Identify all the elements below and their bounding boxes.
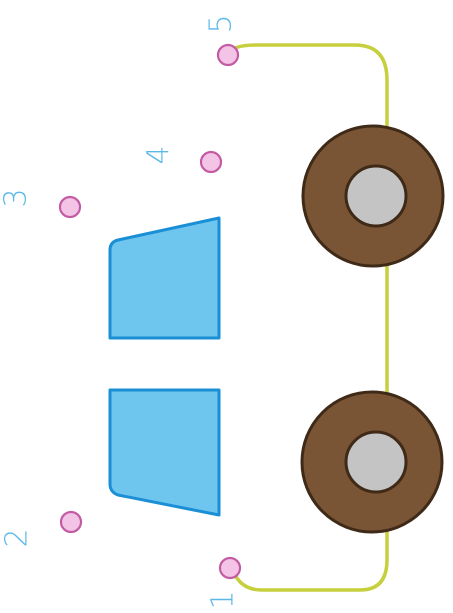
point-label-2: 2 [0,528,35,547]
dot-1 [220,558,240,578]
dot-2 [61,512,81,532]
front-wheel [302,392,442,532]
point-label-1: 1 [206,590,241,609]
rear-window [110,218,219,338]
point-label-5: 5 [204,14,239,33]
point-label-3: 3 [0,188,34,207]
point-label-4: 4 [142,145,177,164]
dot-3 [60,197,80,217]
front-wheel-hub [346,432,406,492]
dot-4 [201,152,221,172]
rear-wheel-hub [346,166,406,226]
front-window [110,390,219,515]
rear-wheel [303,126,443,266]
dot-5 [218,45,238,65]
